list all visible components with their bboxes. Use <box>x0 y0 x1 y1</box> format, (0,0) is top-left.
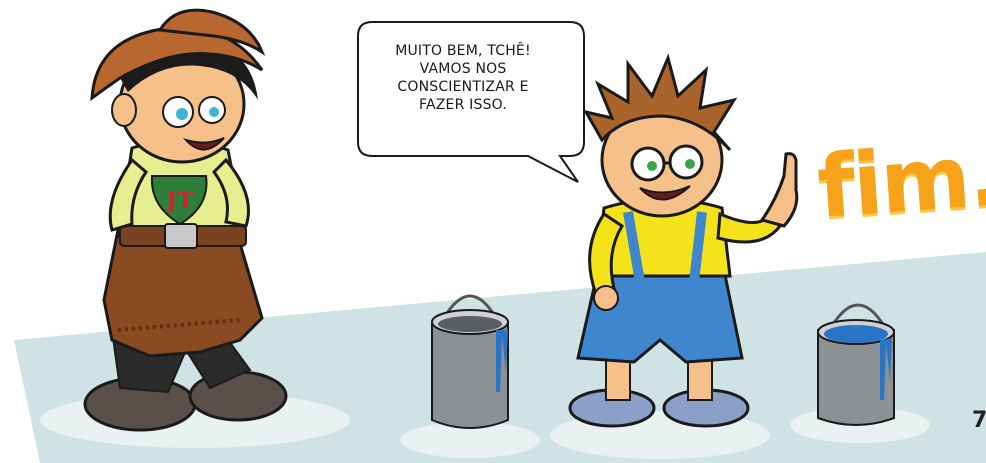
speech-bubble <box>357 21 585 183</box>
speech-line: CONSCIENTIZAR E <box>397 79 529 95</box>
page-number: 7 <box>972 408 986 433</box>
speech-line: MUITO BEM, TCHÊ! <box>395 43 531 59</box>
shirt-badge-letters: JT <box>165 188 194 214</box>
speech-line: FAZER ISSO. <box>419 97 507 113</box>
shirt-badge-shield <box>150 175 208 226</box>
paint-can-left <box>431 294 509 429</box>
ending-title: fim. <box>814 125 986 238</box>
speech-line: VAMOS NOS <box>419 61 507 77</box>
speech-bubble-text: MUITO BEM, TCHÊ! VAMOS NOS CONSCIENTIZAR… <box>358 42 568 114</box>
paint-can-right <box>817 303 895 426</box>
right-character-boy <box>568 53 799 428</box>
shadow-can-left <box>400 422 540 458</box>
left-character-gaucho: JT <box>83 8 288 432</box>
